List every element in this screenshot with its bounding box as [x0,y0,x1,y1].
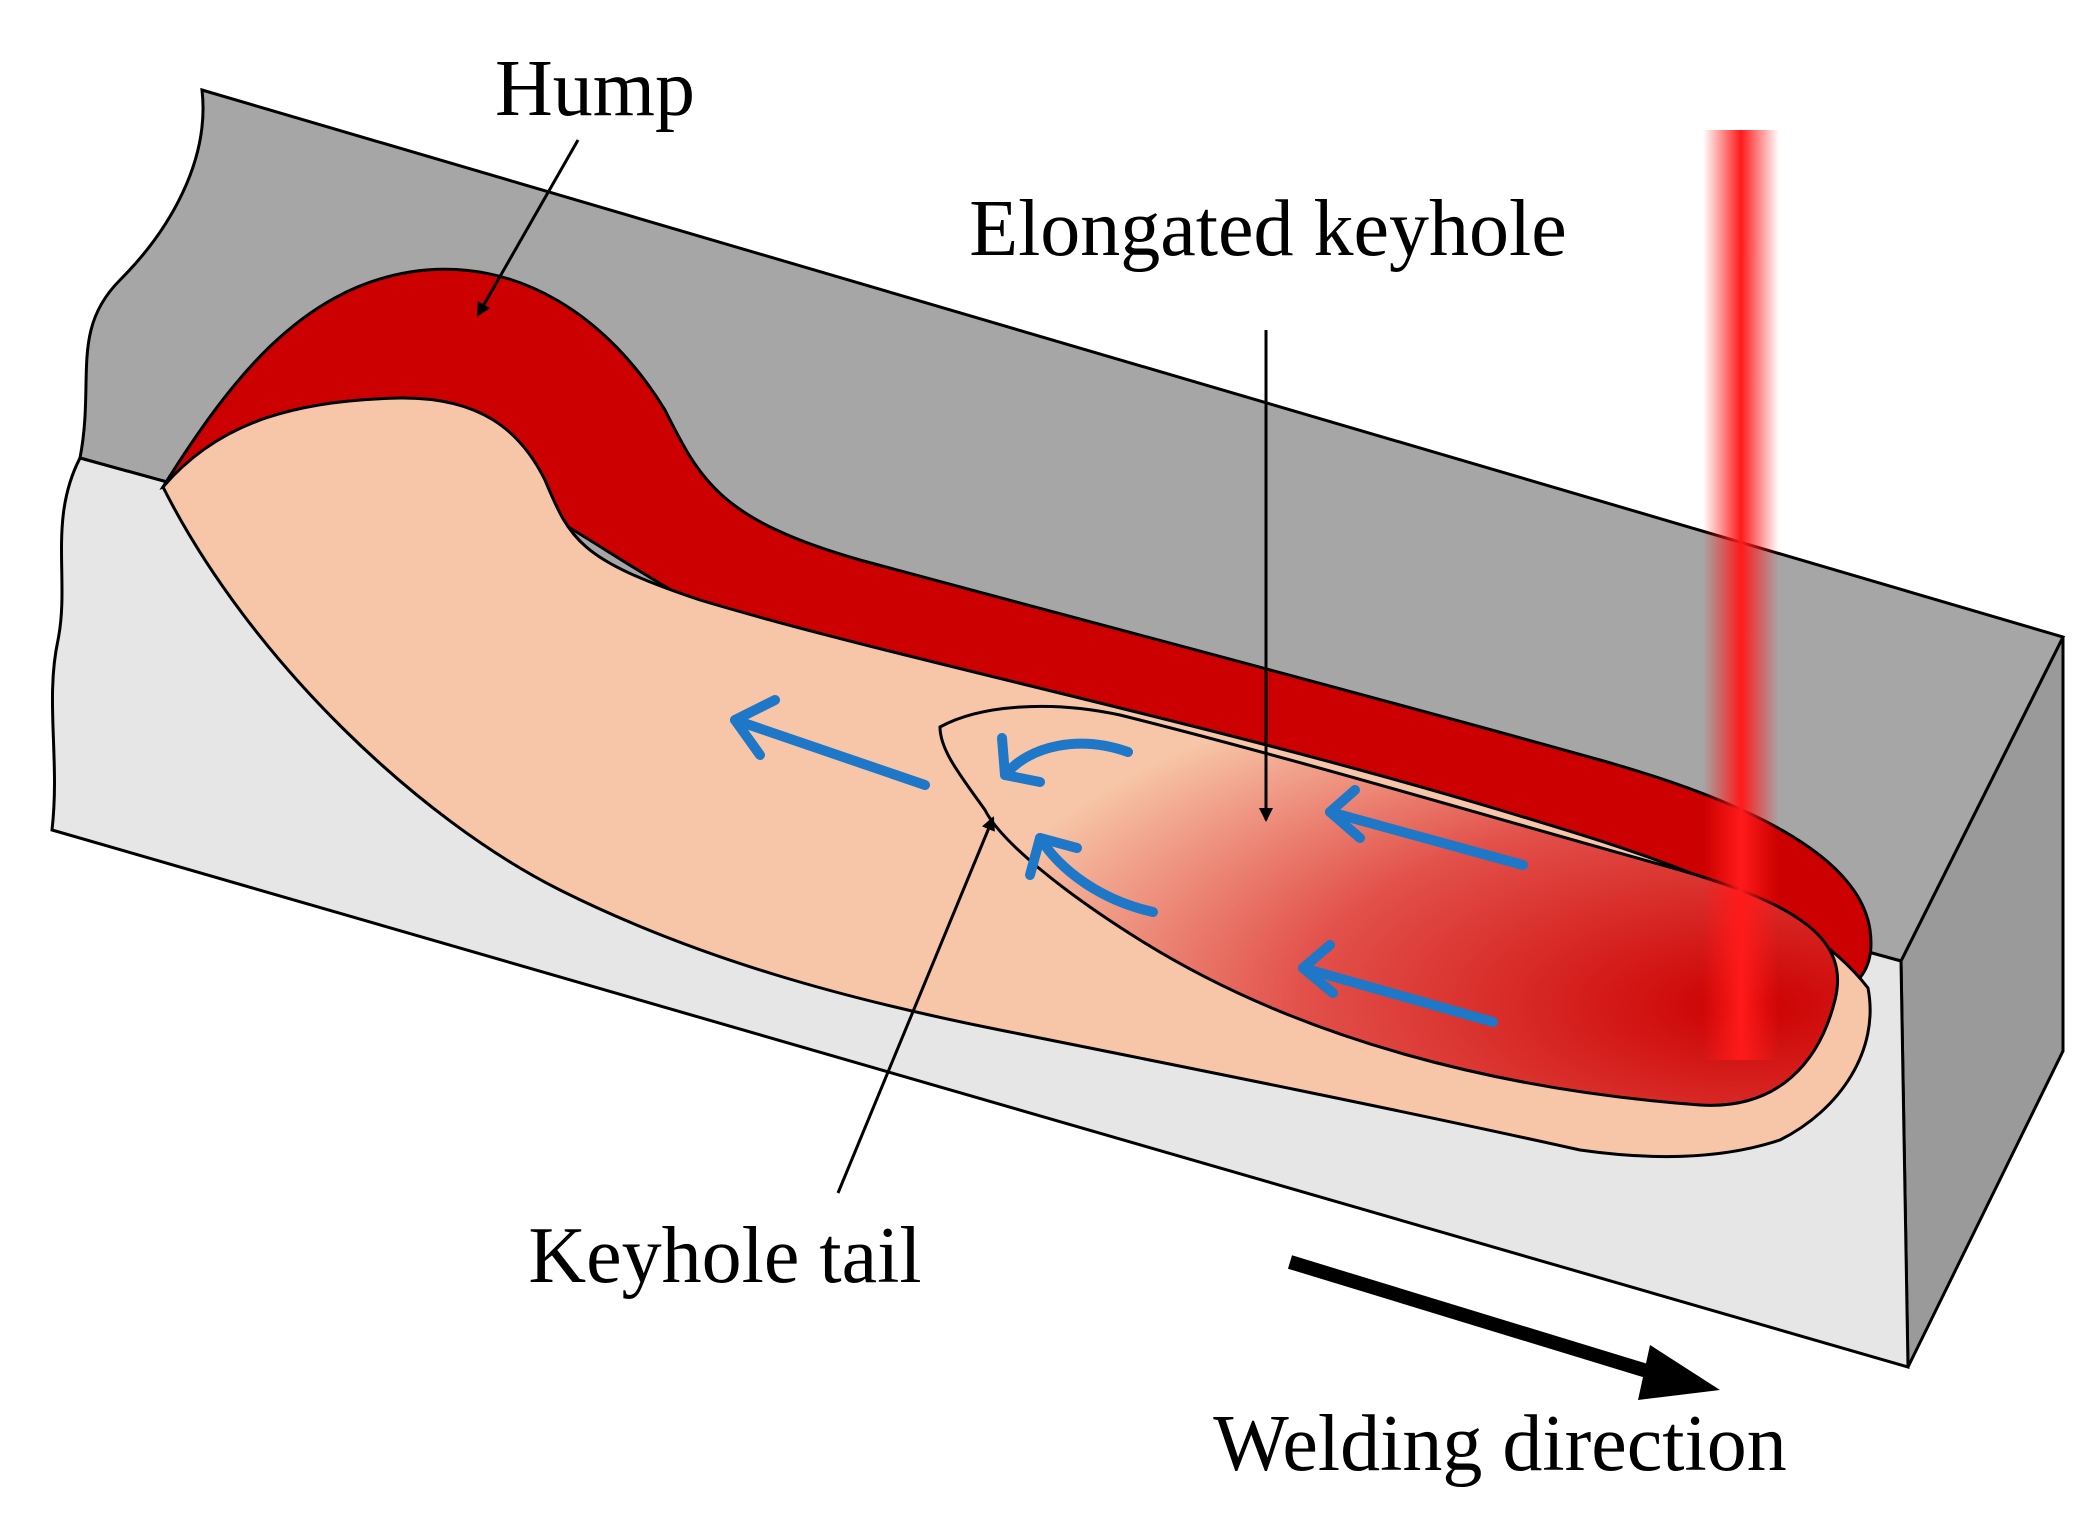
flow-arrow-lower-right [1298,940,1498,1027]
flow-arrow-upper-curve [997,733,1133,787]
flow-arrow-lower-curve [1025,833,1158,917]
welding-direction-arrow [1287,1255,1720,1400]
elongated-keyhole [938,704,1840,1107]
elongated-keyhole-label: Elongated keyhole [969,185,1567,273]
flow-arrows [730,695,1528,1027]
flow-arrow-tail-left [730,695,930,790]
keyhole-tail-pointer [836,816,995,1194]
keyhole-tail-label: Keyhole tail [528,1212,921,1300]
block-top-surface [78,87,2066,963]
flow-arrow-upper-right [1325,785,1528,870]
laser-beam [1703,130,1779,1060]
welding-direction-label: Welding direction [1213,1400,1786,1488]
hump-pointer [476,139,580,317]
hump-label: Hump [495,45,695,133]
